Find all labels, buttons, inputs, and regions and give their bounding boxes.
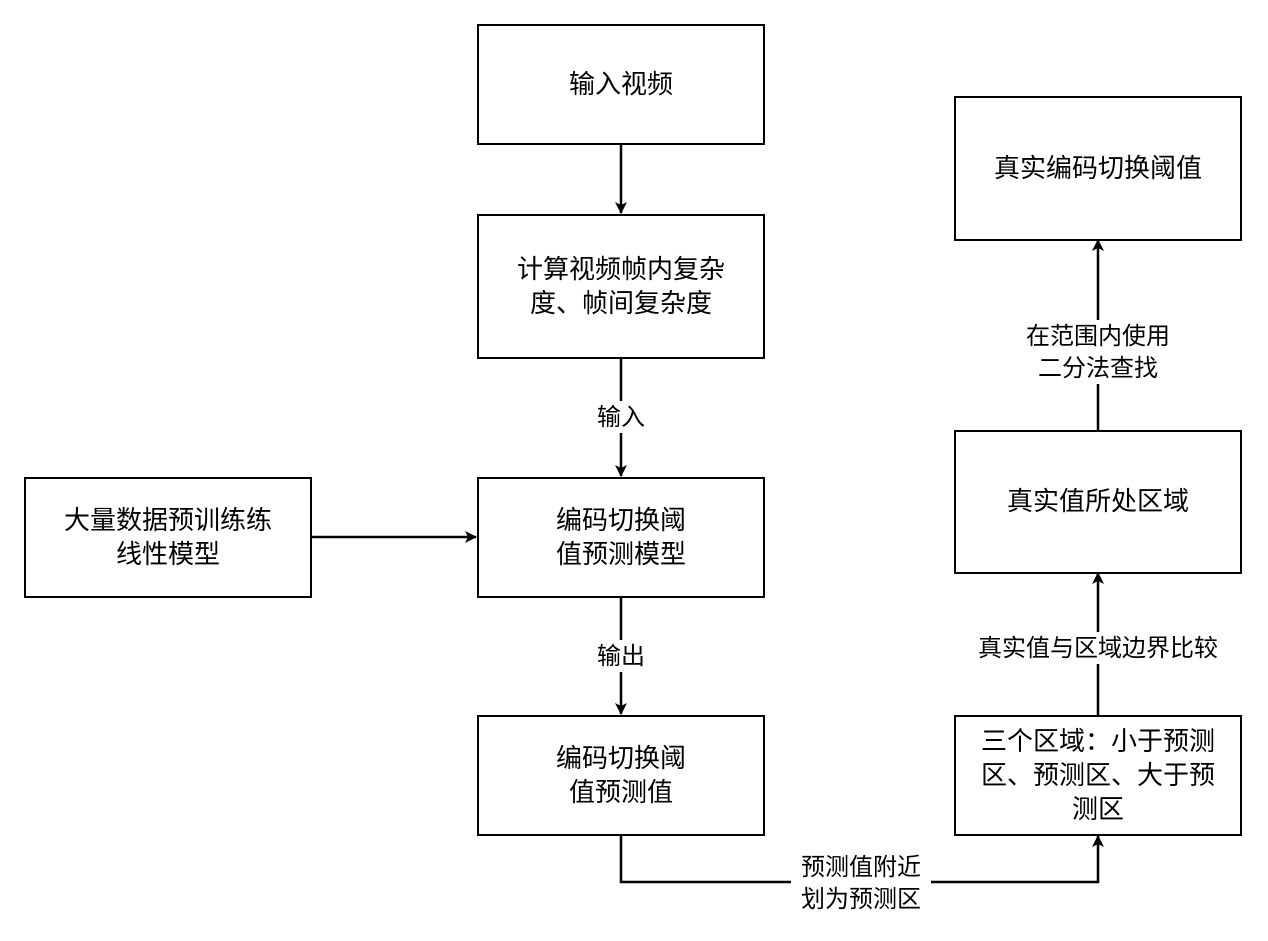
node-pretrain-linear-model: 大量数据预训练练 线性模型: [24, 477, 312, 598]
node-compute-complexity: 计算视频帧内复杂 度、帧间复杂度: [477, 214, 765, 359]
node-real-value-region: 真实值所处区域: [954, 430, 1242, 574]
node-input-video: 输入视频: [477, 24, 765, 145]
edge-label-near-prediction: 预测值附近 划为预测区: [791, 851, 931, 915]
edge-label-compare: 真实值与区域边界比较: [961, 632, 1235, 664]
node-real-switch-threshold: 真实编码切换阈值: [954, 96, 1242, 241]
edge-label-binary-search: 在范围内使用 二分法查找: [1018, 320, 1178, 384]
edge-label-input: 输入: [591, 401, 651, 433]
node-threshold-prediction-model: 编码切换阈 值预测模型: [477, 477, 765, 598]
node-three-regions: 三个区域：小于预测 区、预测区、大于预 测区: [954, 715, 1242, 836]
edge-label-output: 输出: [591, 640, 651, 672]
node-threshold-prediction-value: 编码切换阈 值预测值: [477, 715, 765, 836]
